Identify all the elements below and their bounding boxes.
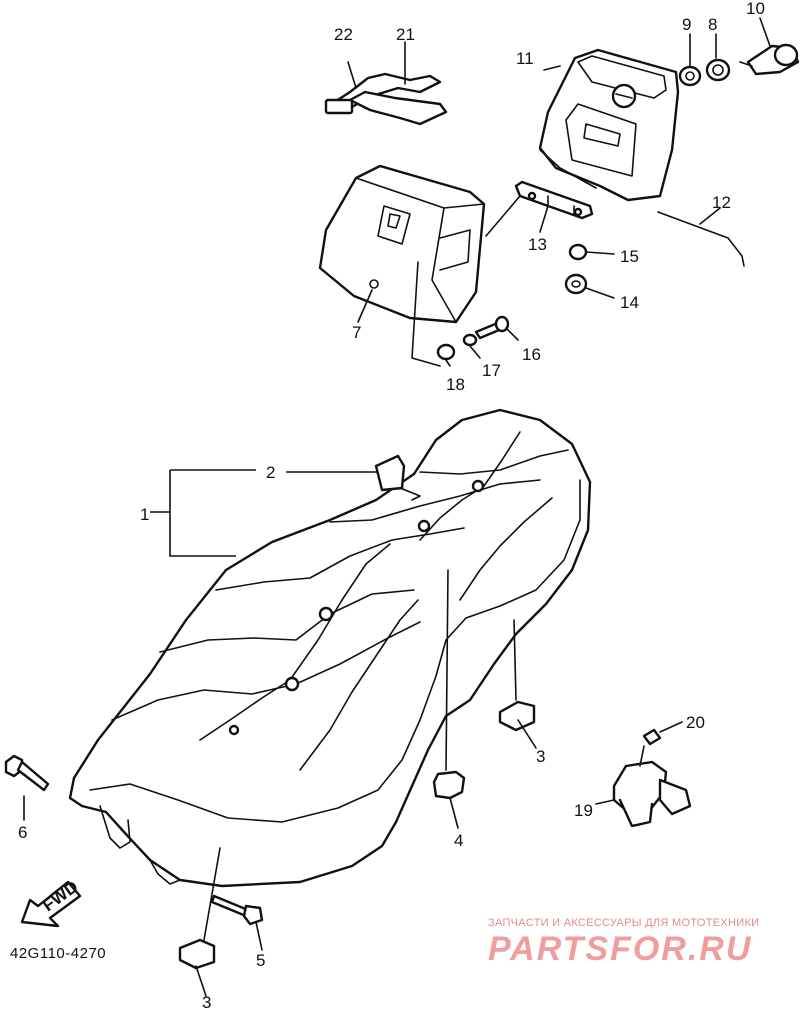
lock-assembly-part [678,17,800,87]
callout-10: 10 [746,0,765,18]
callout-7: 7 [352,323,361,342]
forward-arrow-icon [20,880,82,928]
callout-17: 17 [482,361,501,380]
callout-9: 9 [682,15,691,34]
callout-14: 14 [620,293,639,312]
watermark-brand: PARTSFOR.RU [488,930,753,968]
main-seat-part [68,408,592,888]
callout-22: 22 [334,25,353,44]
grommet-part [432,569,466,829]
seat-lock-part [595,721,692,828]
callout-bracket [150,469,256,557]
callout-21: 21 [396,25,415,44]
diagram-code: 42G110-4270 [10,945,106,962]
callout-19: 19 [574,801,593,820]
callout-15: 15 [620,247,639,266]
callout-8: 8 [708,15,717,34]
bolt-part [210,894,264,951]
callout-3: 3 [202,993,211,1012]
callout-11: 11 [516,49,534,68]
tail-case-part [538,48,680,202]
callout-2: 2 [266,463,275,482]
callout-13: 13 [528,235,547,254]
callout-12: 12 [712,193,731,212]
seat-box-part [318,164,486,367]
callout-5: 5 [256,951,265,970]
callout-1: 1 [140,505,149,524]
stopper-plate-part [178,619,537,997]
callout-16: 16 [522,345,541,364]
callout-18: 18 [446,375,465,394]
nut-part [564,243,615,299]
rod-part [657,207,745,267]
callout-6: 6 [18,823,27,842]
bolt-part [4,754,50,821]
bracket-part [485,180,594,237]
fastener-part [436,315,519,367]
watermark-tagline: ЗАПЧАСТИ И АКСЕССУАРЫ ДЛЯ МОТОТЕХНИКИ [488,917,760,929]
callout-4: 4 [454,831,463,850]
callout-3: 3 [536,747,545,766]
bracket-strap-part [324,41,448,126]
seat-strap-part [286,454,421,501]
callout-20: 20 [686,713,705,732]
